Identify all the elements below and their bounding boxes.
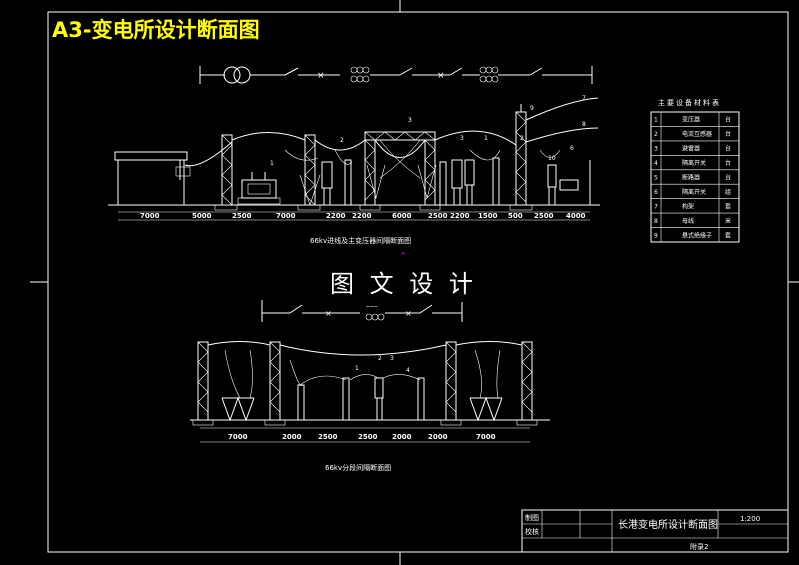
dim-label: 1500: [478, 212, 498, 220]
callout: 3: [460, 135, 464, 142]
legend-row-unit: 台: [725, 174, 731, 182]
bottom-single-line-diagram: × ⌣⌣⌣ ×: [261, 300, 463, 322]
legend-row-number: 6: [654, 189, 658, 196]
callout: 2: [340, 137, 344, 144]
callout: 8: [582, 121, 586, 128]
legend-row-number: 4: [654, 160, 658, 167]
callout: 3: [408, 117, 412, 124]
callout: 2: [520, 135, 524, 142]
legend-row-number: 9: [654, 232, 658, 239]
watermark: 图 文 设 计: [330, 270, 477, 298]
dim-label: 7000: [276, 212, 296, 220]
legend-row-unit: 台: [725, 130, 731, 138]
dim-label: 2000: [392, 433, 412, 441]
callout: 1: [484, 135, 488, 142]
legend-row-unit: 组: [725, 188, 731, 196]
legend-row-unit: 台: [725, 145, 731, 153]
dim-label: 7000: [476, 433, 496, 441]
dim-label: 2200: [450, 212, 470, 220]
scale-value: 1:200: [740, 515, 760, 523]
svg-text:×: ×: [325, 309, 332, 318]
sheet-number: 附录2: [690, 542, 708, 551]
legend-row-number: 3: [654, 146, 658, 153]
project-title: 长港变电所设计断面图: [618, 518, 718, 531]
bottom-section-elevation: [190, 341, 550, 443]
legend-row-name: 断路器: [682, 174, 700, 182]
svg-text:×: ×: [405, 309, 412, 318]
legend-row-name: 构架: [682, 202, 694, 210]
dim-label: 2200: [326, 212, 346, 220]
sheet-title: A3-变电所设计断面图: [52, 18, 260, 42]
sheet-frame: [30, 0, 799, 565]
bottom-callouts: 1 2 3 4: [355, 355, 410, 374]
legend-row-name: 隔离开关: [682, 188, 706, 196]
bottom-dimension-labels: 7000 2000 2500 2500 2000 2000 7000: [228, 433, 496, 441]
dim-label: 6000: [392, 212, 412, 220]
drawn-label: 制图: [525, 513, 539, 522]
top-dimension-labels: 7000 5000 2500 7000 2200 2200 6000 2500 …: [140, 212, 586, 220]
callout: 4: [406, 367, 410, 374]
bottom-section-caption: 66kv分段间隔断面图: [325, 463, 391, 472]
title-block: 制图 校核 长港变电所设计断面图 1:200 附录2: [521, 509, 789, 553]
legend-row-unit: 台: [725, 116, 731, 124]
legend-row-number: 5: [654, 175, 658, 182]
legend-row-name: 避雷器: [682, 145, 700, 153]
pink-marker: ^: [400, 251, 407, 260]
top-callouts: 1 2 3 3 1 2 6 7 8 9 10: [270, 95, 586, 167]
callout: 10: [548, 155, 556, 162]
callout: 3: [390, 355, 394, 362]
legend-row-number: 8: [654, 218, 658, 225]
dim-label: 5000: [192, 212, 212, 220]
legend-row-number: 1: [654, 117, 658, 124]
callout: 1: [270, 160, 274, 167]
dim-label: 2000: [428, 433, 448, 441]
callout: 1: [355, 365, 359, 372]
legend-row-name: 变压器: [682, 116, 700, 124]
callout: 6: [570, 145, 574, 152]
legend-row-name: 悬式绝缘子: [682, 231, 712, 239]
dim-label: 4000: [566, 212, 586, 220]
dim-label: 500: [508, 212, 523, 220]
top-section-caption: 66kv进线及主变压器间隔断面图: [310, 236, 411, 245]
dim-label: 2200: [352, 212, 372, 220]
legend-row-number: 2: [654, 131, 658, 138]
legend-row-unit: 套: [725, 231, 731, 239]
dim-label: 2500: [534, 212, 554, 220]
svg-text:×: ×: [437, 71, 445, 81]
legend-row-name: 电流互感器: [682, 130, 712, 138]
dim-label: 2500: [428, 212, 448, 220]
dim-label: 7000: [228, 433, 248, 441]
callout: 2: [378, 355, 382, 362]
top-single-line-diagram: × ×: [199, 66, 593, 84]
legend-row-unit: 台: [725, 159, 731, 167]
dim-label: 2500: [232, 212, 252, 220]
top-section-elevation: [108, 97, 600, 221]
legend-row-unit: 套: [725, 202, 731, 210]
legend-row-name: 隔离开关: [682, 159, 706, 167]
dim-label: 2500: [318, 433, 338, 441]
svg-text:×: ×: [317, 71, 325, 81]
dim-label: 2500: [358, 433, 378, 441]
legend-row-unit: 米: [725, 217, 731, 225]
checked-label: 校核: [525, 527, 539, 536]
callout: 9: [530, 105, 534, 112]
legend-row-number: 7: [654, 203, 658, 210]
dim-label: 7000: [140, 212, 160, 220]
callout: 7: [582, 95, 586, 102]
svg-text:⌣⌣⌣: ⌣⌣⌣: [366, 303, 378, 310]
dim-label: 2000: [282, 433, 302, 441]
legend-row-name: 母线: [682, 217, 694, 225]
legend-title: 主要设备材料表: [658, 98, 721, 107]
